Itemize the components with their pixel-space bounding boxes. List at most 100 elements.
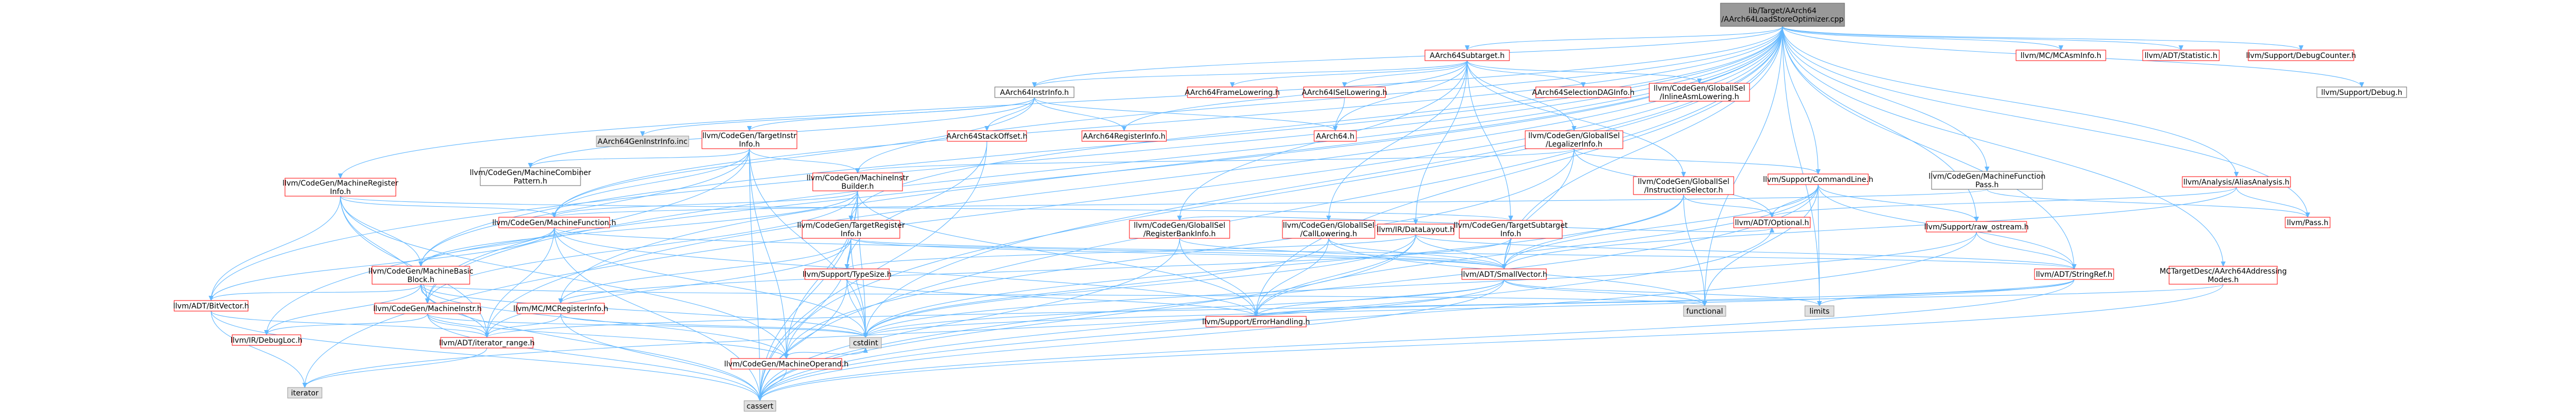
node-label: MCTargetDesc/AArch64Addressing (2160, 267, 2287, 276)
node-root[interactable]: lib/Target/AArch64/AArch64LoadStoreOptim… (1720, 3, 1845, 27)
node-datalayout[interactable]: llvm/IR/DataLayout.h (1377, 224, 1455, 235)
node-iteratorrange[interactable]: llvm/ADT/iterator_range.h (439, 337, 535, 349)
node-label: llvm/CodeGen/TargetSubtarget (1454, 221, 1568, 230)
node-label: llvm/IR/DataLayout.h (1377, 226, 1455, 234)
node-isellowering[interactable]: AArch64ISelLowering.h (1302, 86, 1387, 98)
node-label: llvm/ADT/Statistic.h (2144, 52, 2217, 60)
node-label: llvm/CodeGen/GlobalISel (1134, 221, 1225, 230)
node-mcasminfo[interactable]: llvm/MC/MCAsmInfo.h (2016, 50, 2106, 61)
node-cmdline[interactable]: llvm/Support/CommandLine.h (1763, 173, 1874, 185)
edge-root-to-functional (1705, 26, 1783, 306)
edge-root-to-mf (554, 26, 1783, 217)
edge-tii-to-mf (554, 148, 750, 217)
node-geninstrinfo[interactable]: AArch64GenInstrInfo.inc (596, 136, 689, 147)
edge-instrinfo-to-tii (749, 97, 1035, 131)
edge-root-to-cmdline (1782, 26, 1819, 174)
node-iterator[interactable]: iterator (287, 387, 322, 399)
node-box (1926, 221, 2027, 233)
edge-mi-to-debugloc (267, 313, 428, 335)
node-label: Modes.h (2208, 276, 2239, 284)
node-mf[interactable]: llvm/CodeGen/MachineFunction.h (492, 217, 616, 228)
node-instrinfo[interactable]: AArch64InstrInfo.h (994, 86, 1075, 98)
edge-subtarget-to-tsi (1467, 60, 1511, 220)
edge-root-to-mcreginfo (561, 26, 1783, 303)
node-box (1535, 86, 1631, 98)
node-smallvector[interactable]: llvm/ADT/SmallVector.h (1461, 268, 1547, 280)
node-bitvector[interactable]: llvm/ADT/BitVector.h (173, 300, 249, 312)
node-limits[interactable]: limits (1804, 305, 1834, 317)
node-label: llvm/CodeGen/TargetRegister (797, 221, 905, 230)
node-label: AArch64Subtarget.h (1430, 52, 1505, 60)
edge-stringref-to-limits (1820, 279, 2075, 306)
edge-instrinfo-to-geninstrinfo (643, 97, 1035, 136)
node-reginfo[interactable]: AArch64RegisterInfo.h (1081, 130, 1167, 142)
node-mo[interactable]: llvm/CodeGen/MachineOperand.h (724, 358, 849, 370)
node-label: llvm/CodeGen/GlobalISel (1528, 132, 1620, 140)
node-seldag[interactable]: AArch64SelectionDAGInfo.h (1532, 86, 1634, 98)
node-label: llvm/CodeGen/MachineRegister (282, 179, 398, 188)
node-label: llvm/ADT/BitVector.h (173, 302, 249, 311)
edge-smallvector-to-iterator (305, 279, 1505, 388)
edge-iteratorrange-to-iterator (305, 347, 488, 388)
node-box (2016, 50, 2106, 61)
node-errorhandling[interactable]: llvm/Support/ErrorHandling.h (1202, 316, 1310, 327)
node-calllowering[interactable]: llvm/CodeGen/GlobalISel/CallLowering.h (1282, 220, 1375, 239)
node-statistic[interactable]: llvm/ADT/Statistic.h (2142, 50, 2220, 61)
node-mi[interactable]: llvm/CodeGen/MachineInstr.h (373, 303, 482, 314)
node-label: llvm/Support/CommandLine.h (1763, 176, 1874, 184)
node-cassert[interactable]: cassert (744, 400, 776, 412)
edge-smallvector-to-limits (1504, 279, 1820, 306)
node-functional[interactable]: functional (1683, 305, 1726, 317)
edge-isellowering-to-aarch64h (1335, 97, 1345, 131)
node-pass[interactable]: llvm/Pass.h (2285, 217, 2331, 228)
node-rawostream[interactable]: llvm/Support/raw_ostream.h (1924, 221, 2029, 233)
node-stackoffset[interactable]: AArch64StackOffset.h (946, 130, 1028, 142)
edge-legalizer-to-cmdline (1573, 148, 1819, 174)
node-debugloc[interactable]: llvm/IR/DebugLoc.h (231, 334, 302, 346)
node-box (232, 334, 301, 346)
node-legalizer[interactable]: llvm/CodeGen/GlobalISel/LegalizerInfo.h (1525, 130, 1623, 149)
node-label: llvm/Support/ErrorHandling.h (1202, 318, 1310, 326)
edge-mf-to-iteratorrange (487, 227, 555, 337)
node-supportdebug[interactable]: llvm/Support/Debug.h (2316, 86, 2407, 98)
node-inlineasm[interactable]: llvm/CodeGen/GlobalISel/InlineAsmLowerin… (1649, 83, 1750, 102)
node-mcreginfo[interactable]: llvm/MC/MCRegisterInfo.h (513, 303, 609, 314)
node-cstdint[interactable]: cstdint (849, 337, 882, 349)
node-optional[interactable]: llvm/ADT/Optional.h (1733, 217, 1811, 228)
node-label: llvm/Pass.h (2287, 219, 2328, 227)
node-debugcounter[interactable]: llvm/Support/DebugCounter.h (2246, 50, 2356, 61)
node-aliasanalysis[interactable]: llvm/Analysis/AliasAnalysis.h (2182, 176, 2291, 188)
node-isel[interactable]: llvm/CodeGen/GlobalISel/InstructionSelec… (1633, 176, 1734, 195)
edge-smallvector-to-cassert (760, 279, 1505, 401)
node-framelowering[interactable]: AArch64FrameLowering.h (1185, 86, 1280, 98)
node-label: AArch64ISelLowering.h (1302, 89, 1387, 97)
node-stringref[interactable]: llvm/ADT/StringRef.h (2034, 268, 2114, 280)
edge-stringref-to-cstdint (866, 279, 2075, 337)
edge-mib-to-cstdint (857, 190, 866, 337)
edge-stringref-to-iteratorrange (487, 279, 2075, 337)
node-rbi[interactable]: llvm/CodeGen/GlobalISel/RegisterBankInfo… (1129, 220, 1230, 239)
node-box (802, 220, 900, 239)
edge-cmdline-to-rawostream (1818, 184, 1976, 221)
node-box (701, 130, 797, 149)
node-subtarget[interactable]: AArch64Subtarget.h (1424, 50, 1510, 61)
edge-root-to-iteratorrange (487, 26, 1783, 337)
node-typesize[interactable]: llvm/Support/TypeSize.h (803, 268, 892, 280)
node-label: llvm/Support/Debug.h (2321, 89, 2402, 97)
node-box (174, 300, 249, 312)
edge-mri-to-bitvector (211, 196, 341, 301)
node-box (480, 167, 581, 186)
edge-mf-to-mbb (421, 227, 555, 266)
node-aarch64h[interactable]: AArch64.h (1314, 130, 1357, 142)
edge-mbb-to-functional (420, 284, 1705, 306)
